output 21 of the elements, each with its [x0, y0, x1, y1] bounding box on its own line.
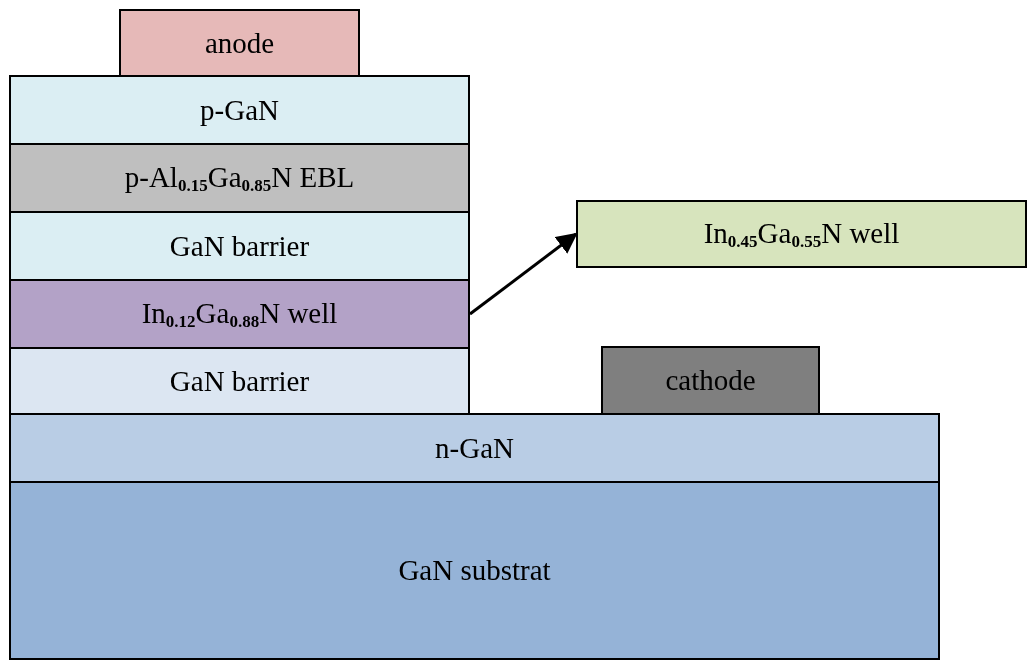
layer	[9, 75, 470, 145]
layer-label: n-GaN	[435, 431, 514, 465]
callout-box	[576, 200, 1027, 268]
layer	[9, 211, 470, 281]
layer-label: In$_{0.12}$Ga$_{0.88}$N well	[141, 296, 338, 332]
layer-label: In$_{0.45}$Ga$_{0.55}$N well	[703, 216, 900, 252]
layer-label: p-Al$_{0.15}$Ga$_{0.85}$N EBL	[124, 160, 355, 196]
cathode-electrode	[601, 346, 820, 415]
layer	[9, 413, 940, 483]
layer-label: GaN barrier	[169, 364, 310, 398]
layer	[9, 347, 470, 415]
layer	[9, 143, 470, 213]
arrow	[469, 232, 578, 316]
anode-electrode	[119, 9, 360, 77]
layer-label: p-GaN	[200, 93, 279, 127]
substrate-layer	[9, 481, 940, 660]
layer-label: GaN substrat	[398, 554, 551, 587]
layer-label: anode	[204, 26, 275, 60]
layer-label: GaN barrier	[169, 229, 310, 263]
layer-label: cathode	[665, 364, 756, 397]
layer	[9, 279, 470, 349]
